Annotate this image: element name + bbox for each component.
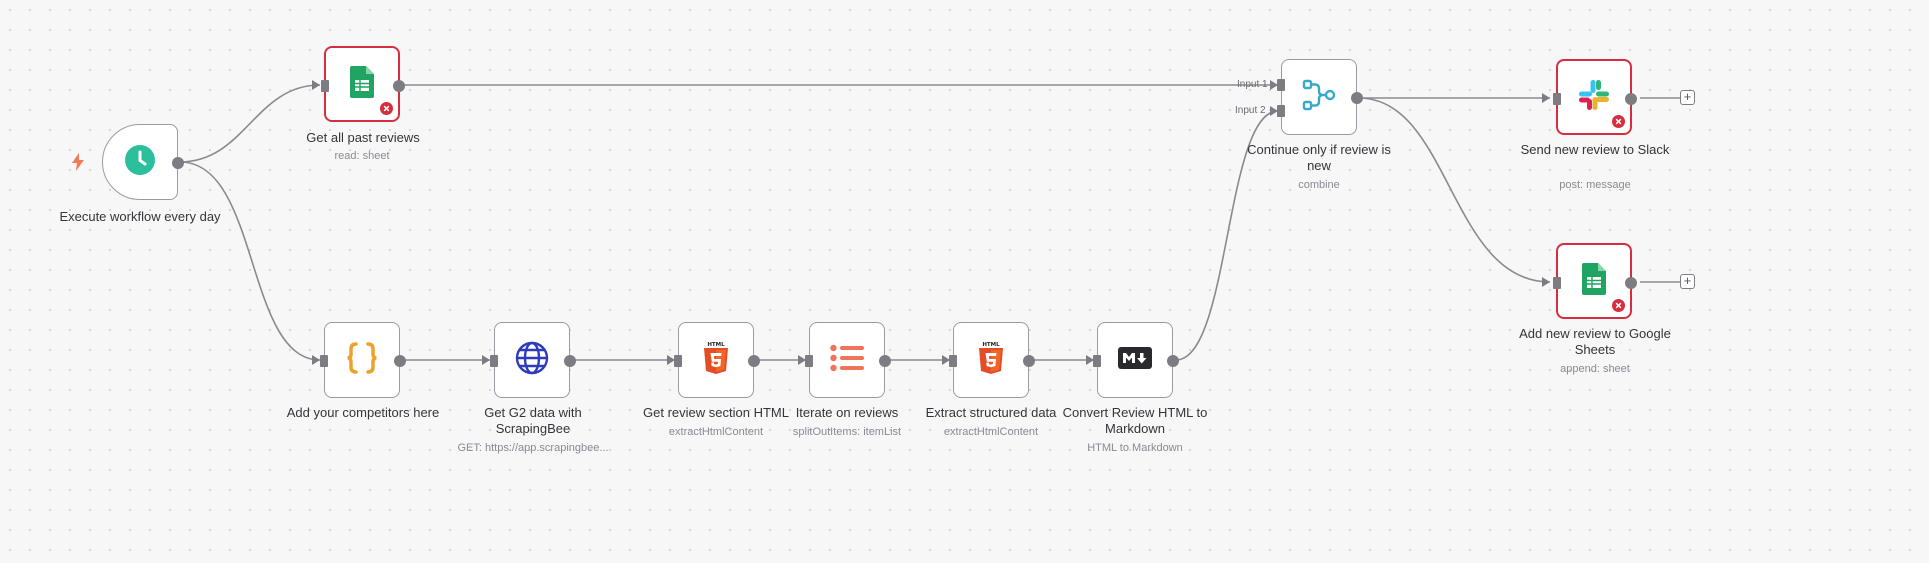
arrowhead bbox=[667, 355, 675, 365]
node-get-all-past-reviews[interactable] bbox=[321, 46, 405, 122]
input-handle[interactable] bbox=[805, 355, 813, 367]
node-label: Get review section HTML bbox=[643, 405, 789, 420]
braces-icon bbox=[346, 341, 378, 380]
node-label: Iterate on reviews bbox=[795, 405, 899, 420]
add-node-button[interactable]: + bbox=[1680, 90, 1695, 105]
input-handle[interactable] bbox=[1553, 277, 1561, 289]
node-label: Send new review to Slack bbox=[1520, 142, 1670, 157]
input-handle[interactable] bbox=[1093, 355, 1101, 367]
arrowhead bbox=[1270, 106, 1278, 116]
node-extract-structured-data[interactable]: HTML bbox=[949, 322, 1035, 398]
svg-text:HTML: HTML bbox=[707, 342, 725, 348]
arrowhead bbox=[1270, 80, 1278, 90]
svg-text:HTML: HTML bbox=[982, 342, 1000, 348]
edge-schedule-to-past-reviews bbox=[179, 84, 321, 163]
node-label: Add your competitors here bbox=[286, 405, 440, 420]
input-handle[interactable] bbox=[321, 80, 329, 92]
node-continue-if-new[interactable] bbox=[1277, 59, 1363, 135]
node-label: Get all past reviews bbox=[306, 130, 420, 145]
add-node-button[interactable]: + bbox=[1680, 274, 1695, 289]
node-subtitle: HTML to Markdown bbox=[1087, 442, 1183, 454]
node-get-g2-data[interactable] bbox=[490, 322, 576, 398]
lightning-icon bbox=[71, 153, 85, 176]
edge-schedule-to-competitors bbox=[179, 161, 321, 361]
slack-icon bbox=[1578, 79, 1610, 116]
error-icon bbox=[1612, 115, 1625, 128]
arrowhead bbox=[942, 355, 950, 365]
node-add-competitors[interactable] bbox=[320, 322, 406, 398]
input-handle[interactable] bbox=[674, 355, 682, 367]
merge-icon bbox=[1302, 78, 1336, 117]
output-handle[interactable] bbox=[172, 157, 184, 169]
output-handle[interactable] bbox=[1625, 277, 1637, 289]
html5-icon: HTML bbox=[978, 341, 1004, 380]
input-2-label: Input 2 bbox=[1235, 105, 1266, 116]
node-subtitle: GET: https://app.scrapingbee... bbox=[457, 442, 609, 454]
arrowhead bbox=[312, 80, 320, 90]
input-handle[interactable] bbox=[490, 355, 498, 367]
node-subtitle: read: sheet bbox=[334, 150, 390, 162]
arrowhead bbox=[1542, 277, 1550, 287]
node-send-to-slack[interactable] bbox=[1553, 59, 1637, 135]
output-handle[interactable] bbox=[1625, 93, 1637, 105]
node-subtitle: append: sheet bbox=[1560, 363, 1630, 375]
output-handle[interactable] bbox=[564, 355, 576, 367]
node-label: Add new review to Google Sheets bbox=[1519, 326, 1671, 357]
markdown-icon bbox=[1118, 346, 1152, 374]
node-label: Get G2 data with ScrapingBee bbox=[484, 405, 582, 436]
google-sheets-icon bbox=[350, 65, 374, 103]
input-handle[interactable] bbox=[1553, 93, 1561, 105]
error-icon bbox=[380, 102, 393, 115]
input-handle-2[interactable] bbox=[1277, 105, 1285, 117]
globe-icon bbox=[515, 341, 549, 380]
html5-icon: HTML bbox=[703, 341, 729, 380]
output-handle[interactable] bbox=[393, 80, 405, 92]
error-icon bbox=[1612, 299, 1625, 312]
arrowhead bbox=[798, 355, 806, 365]
output-handle[interactable] bbox=[394, 355, 406, 367]
node-schedule-trigger[interactable] bbox=[102, 124, 184, 200]
node-label: Continue only if review is new bbox=[1247, 142, 1391, 173]
input-handle-1[interactable] bbox=[1277, 79, 1285, 91]
arrowhead bbox=[1086, 355, 1094, 365]
node-add-to-google-sheets[interactable] bbox=[1553, 243, 1637, 319]
output-handle[interactable] bbox=[1023, 355, 1035, 367]
input-1-label: Input 1 bbox=[1237, 79, 1268, 90]
arrowhead bbox=[1542, 93, 1550, 103]
output-handle[interactable] bbox=[748, 355, 760, 367]
node-subtitle: post: message bbox=[1559, 179, 1631, 191]
input-handle[interactable] bbox=[320, 355, 328, 367]
node-convert-to-markdown[interactable] bbox=[1093, 322, 1179, 398]
node-label: Execute workflow every day bbox=[59, 209, 221, 224]
output-handle[interactable] bbox=[879, 355, 891, 367]
edge-markdown-to-merge bbox=[1175, 110, 1279, 361]
edge-merge-to-append bbox=[1358, 97, 1551, 283]
arrowhead bbox=[482, 355, 490, 365]
output-handle[interactable] bbox=[1351, 92, 1363, 104]
google-sheets-icon bbox=[1582, 262, 1606, 300]
input-handle[interactable] bbox=[949, 355, 957, 367]
arrowhead bbox=[312, 355, 320, 365]
node-subtitle: combine bbox=[1298, 179, 1340, 191]
node-iterate-on-reviews[interactable] bbox=[805, 322, 891, 398]
node-label: Extract structured data bbox=[925, 405, 1057, 420]
output-handle[interactable] bbox=[1167, 355, 1179, 367]
node-label: Convert Review HTML to Markdown bbox=[1062, 405, 1208, 436]
list-icon bbox=[830, 344, 864, 377]
clock-icon bbox=[124, 144, 156, 181]
node-get-review-section-html[interactable]: HTML bbox=[674, 322, 760, 398]
